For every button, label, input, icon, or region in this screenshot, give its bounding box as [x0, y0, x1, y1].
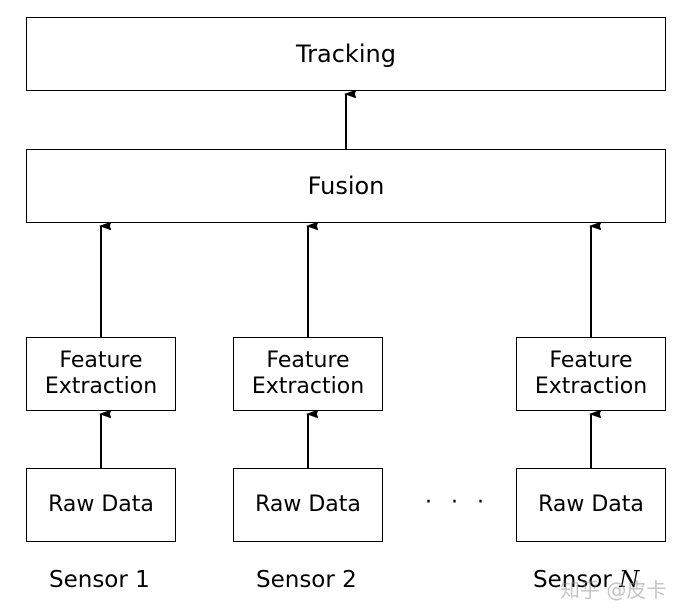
raw-data-box-n: Raw Data	[516, 468, 666, 542]
feature-label-line2: Extraction	[534, 374, 648, 399]
tracking-box: Tracking	[26, 17, 666, 91]
watermark: 知乎 @皮卡	[560, 578, 667, 602]
raw-data-label: Raw Data	[538, 492, 644, 517]
feature-label-line1: Feature	[549, 348, 633, 373]
sensor-label-2: Sensor 2	[256, 567, 357, 593]
tracking-label: Tracking	[296, 40, 396, 68]
raw-data-label: Raw Data	[48, 492, 154, 517]
fusion-box: Fusion	[26, 149, 666, 223]
feature-label-line1: Feature	[59, 348, 143, 373]
sensor-label-1: Sensor 1	[49, 567, 150, 593]
raw-data-box-1: Raw Data	[26, 468, 176, 542]
sensor-label-n: Sensor N	[533, 567, 639, 593]
raw-data-box-2: Raw Data	[233, 468, 383, 542]
sensor-label-prefix: Sensor	[533, 567, 612, 593]
feature-label-line2: Extraction	[251, 374, 365, 399]
fusion-label: Fusion	[307, 172, 385, 200]
feature-extraction-box-1: Feature Extraction	[26, 337, 176, 411]
ellipsis: · · ·	[425, 490, 490, 515]
feature-extraction-box-2: Feature Extraction	[233, 337, 383, 411]
feature-label-line2: Extraction	[44, 374, 158, 399]
feature-extraction-box-n: Feature Extraction	[516, 337, 666, 411]
sensor-label-var: N	[619, 567, 640, 593]
raw-data-label: Raw Data	[255, 492, 361, 517]
feature-label-line1: Feature	[266, 348, 350, 373]
